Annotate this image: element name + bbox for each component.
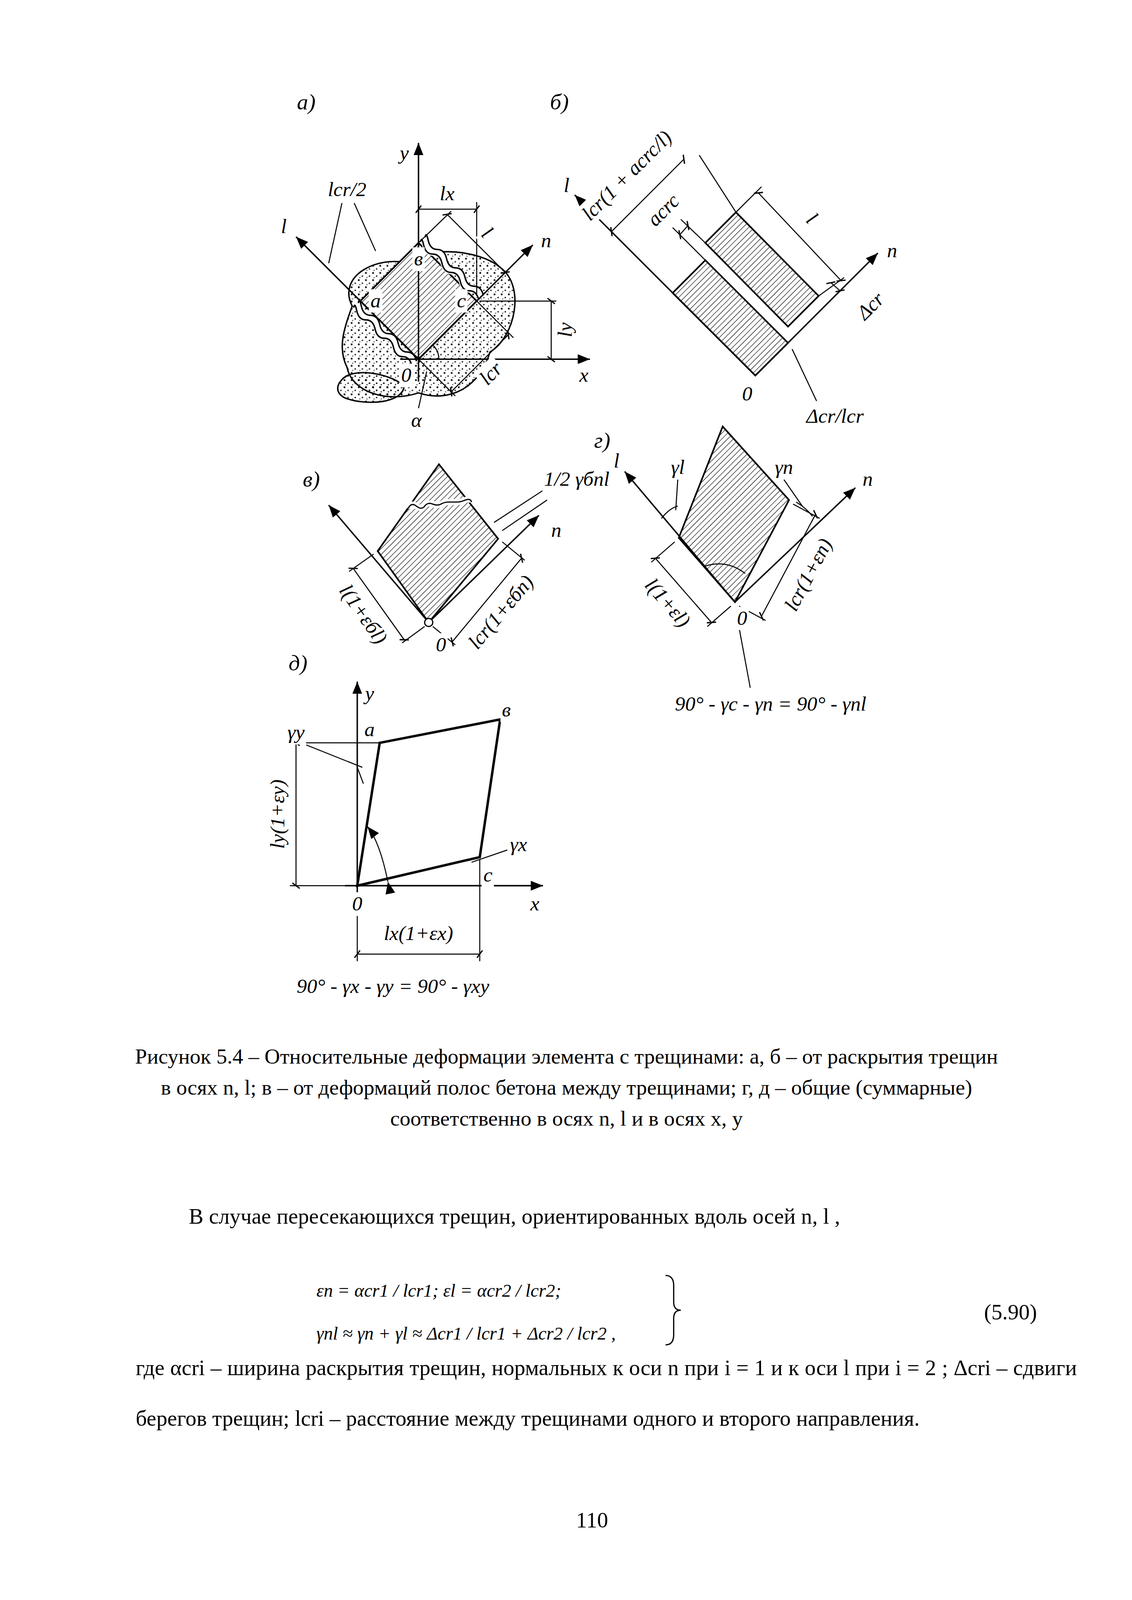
- figure-label: ly: [553, 320, 578, 339]
- figure-label: Δcr: [850, 286, 891, 326]
- figure-label: l: [279, 214, 289, 239]
- figure-label: в: [500, 698, 513, 722]
- figure-label: 0: [399, 364, 414, 388]
- panel-letter: б): [547, 88, 571, 115]
- panel-letter: д): [286, 650, 310, 677]
- figure-label: l: [799, 207, 823, 230]
- figure-label: lcr: [473, 356, 509, 392]
- figure-label: γn: [773, 455, 795, 480]
- figure-label: γl: [669, 455, 687, 480]
- figure-label: ly(1+εy): [266, 778, 290, 851]
- panel-letter: а): [295, 88, 318, 115]
- figure-label: lcr/2: [326, 177, 369, 202]
- figure-label: x: [528, 892, 542, 916]
- figure-label: 0: [350, 892, 365, 916]
- page-number: 110: [575, 1508, 608, 1534]
- formula: εn = αcr1 / lcr1; εl = αcr2 / lcr2;: [316, 1280, 562, 1302]
- figure-label: y: [397, 141, 411, 165]
- formula: γnl ≈ γn + γl ≈ Δcr1 / lcr1 + Δcr2 / lcr…: [316, 1323, 616, 1345]
- figure-label: lx: [438, 182, 456, 206]
- figure-label: 1/2 γбnl: [542, 468, 611, 492]
- figure-label: l: [611, 449, 621, 473]
- figure-label: l: [475, 221, 499, 245]
- figure-label: c: [455, 289, 468, 313]
- figure-label: 90° - γx - γy = 90° - γxy: [295, 975, 491, 999]
- figure-label: l: [562, 173, 572, 198]
- figure-label: y: [363, 682, 376, 706]
- figure-label: n: [549, 519, 564, 543]
- figure-label: Δcr/lcr: [804, 404, 866, 428]
- body-text: В случае пересекающихся трещин, ориентир…: [188, 1204, 840, 1230]
- figure-label: lcr(1+εбn): [462, 569, 540, 656]
- figure-label: n: [885, 239, 900, 263]
- figure-caption: Рисунок 5.4 – Относительные деформации э…: [127, 1041, 1006, 1135]
- figure-label: 0: [735, 606, 750, 631]
- figure-label: acrc: [641, 188, 686, 233]
- figure-label: α: [409, 408, 424, 433]
- figure-label: в: [412, 247, 425, 272]
- figure-label: l(1+εl): [638, 572, 696, 634]
- figure-label: c: [481, 864, 495, 888]
- figure-label: n: [539, 229, 553, 253]
- figure-label: x: [577, 364, 590, 388]
- figure-label: γx: [508, 833, 529, 857]
- figure-label: lcr(1+εn): [778, 532, 839, 616]
- figure-label: a: [369, 289, 383, 313]
- figure-label: l(1+εбl): [333, 579, 394, 651]
- panel-letter: в): [301, 466, 323, 493]
- figure-label: γy: [285, 721, 307, 745]
- equation-number: (5.90): [984, 1299, 1038, 1326]
- figure-label: 0: [434, 633, 449, 657]
- figure-label: n: [860, 468, 875, 492]
- figure-label: a: [362, 718, 377, 742]
- figure-label: 0: [740, 382, 755, 406]
- panel-letter: г): [592, 427, 612, 454]
- figure-label: lx(1+εx): [382, 922, 455, 946]
- figure-label: 90° - γc - γn = 90° - γnl: [673, 692, 869, 716]
- body-text: где αcri – ширина раскрытия трещин, норм…: [135, 1343, 1078, 1445]
